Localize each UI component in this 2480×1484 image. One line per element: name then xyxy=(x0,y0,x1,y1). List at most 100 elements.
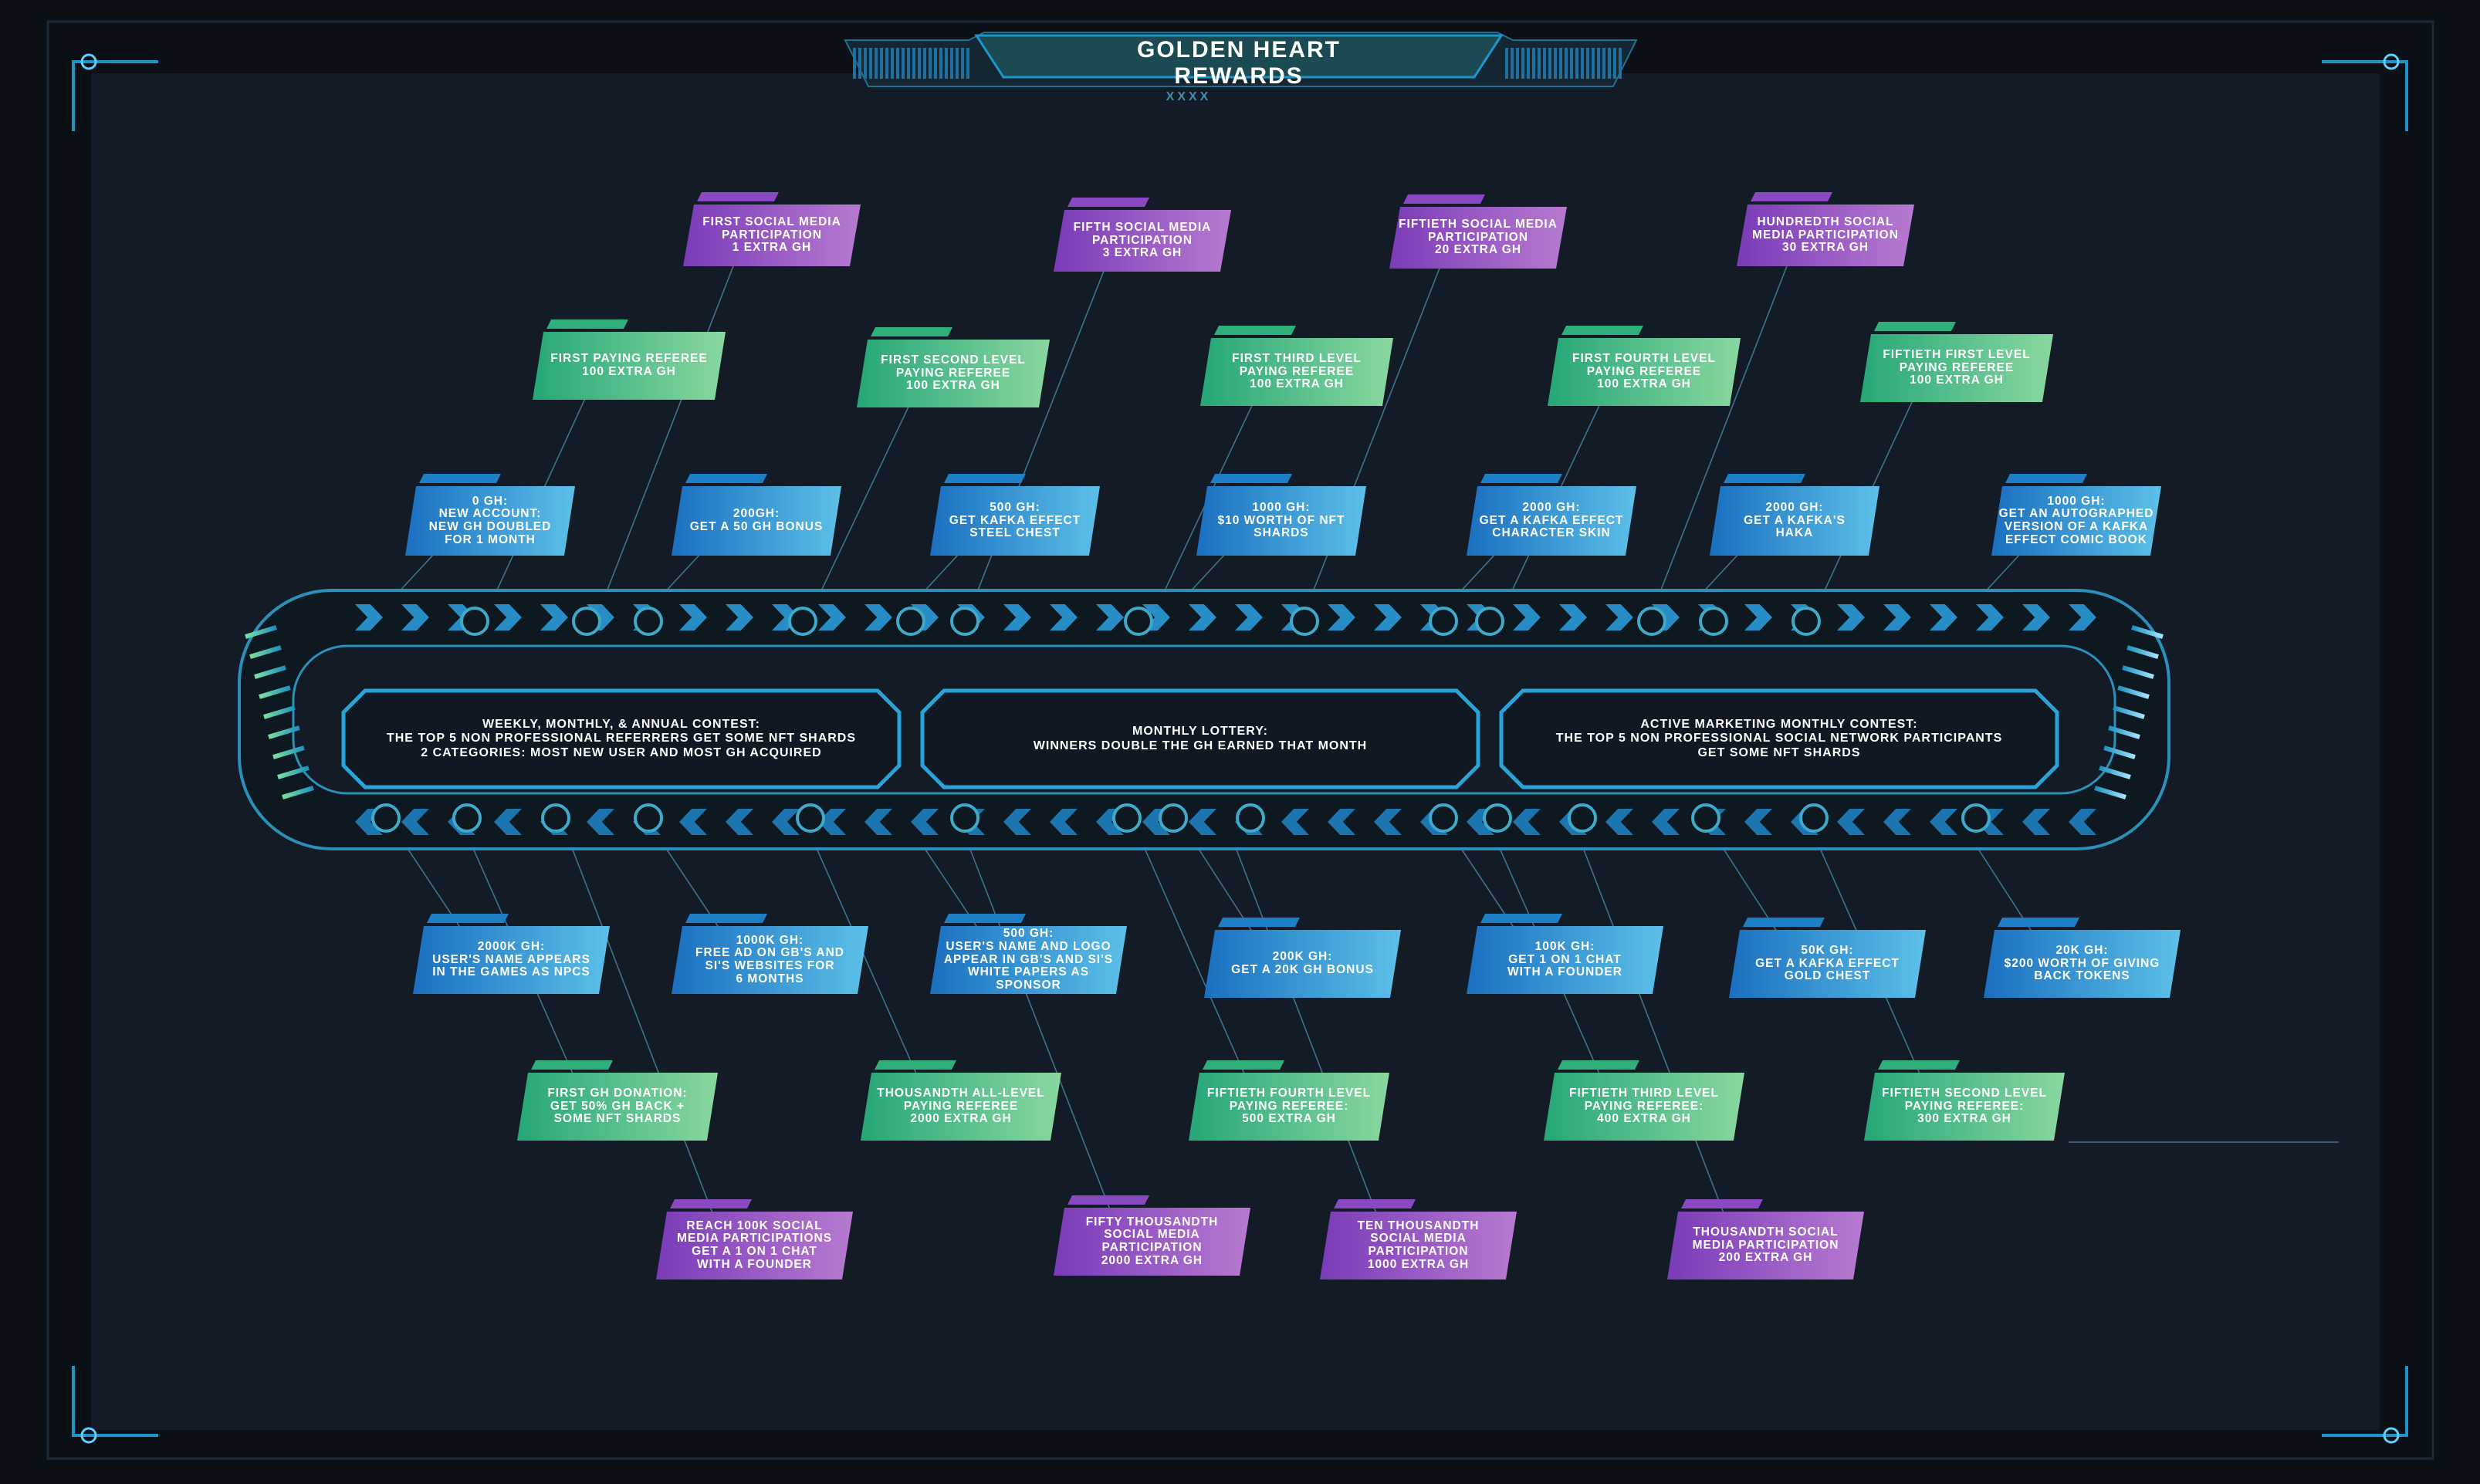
reward-box-top-blue-tab xyxy=(1724,474,1805,483)
reward-box-bottom-green-tab xyxy=(1203,1060,1284,1070)
track-node xyxy=(952,608,978,634)
reward-box-bottom-purple xyxy=(1320,1212,1517,1279)
track-node xyxy=(1639,608,1665,634)
reward-box-bottom-purple-tab xyxy=(1681,1199,1763,1208)
track-node xyxy=(454,805,480,831)
reward-box-top-green xyxy=(1200,338,1393,406)
reward-box-top-purple-tab xyxy=(1067,198,1149,207)
reward-box-bottom-purple xyxy=(1667,1212,1864,1279)
reward-box-top-purple xyxy=(1737,205,1914,266)
reward-box-bottom-green xyxy=(1189,1073,1389,1141)
header-stripe xyxy=(907,48,910,79)
track-node xyxy=(635,608,661,634)
header-stripe xyxy=(885,48,888,79)
header-stripe xyxy=(875,48,878,79)
header-stripe xyxy=(950,48,953,79)
reward-box-top-green xyxy=(1548,338,1741,406)
reward-box-bottom-blue-tab xyxy=(1743,918,1825,927)
track-node xyxy=(790,608,816,634)
track-node xyxy=(1430,608,1457,634)
header-stripe xyxy=(864,48,867,79)
reward-box-bottom-blue-tab xyxy=(685,914,767,923)
header-stripe xyxy=(1532,48,1535,79)
reward-box-bottom-blue-tab xyxy=(944,914,1026,923)
header-stripe xyxy=(902,48,905,79)
reward-box-top-purple-tab xyxy=(1751,192,1832,201)
header-plate xyxy=(976,35,1501,77)
track-node xyxy=(1700,608,1727,634)
contest-panel-frame xyxy=(1501,691,2057,787)
track-node xyxy=(1291,608,1318,634)
header-stripe xyxy=(896,48,899,79)
reward-box-top-blue xyxy=(405,486,575,556)
reward-box-bottom-green-tab xyxy=(1878,1060,1960,1070)
header-stripe xyxy=(858,48,861,79)
header-stripe xyxy=(1554,48,1557,79)
track-node xyxy=(1801,805,1827,831)
reward-box-top-green xyxy=(857,340,1050,407)
reward-box-bottom-blue-tab xyxy=(427,914,509,923)
reward-box-top-green xyxy=(1860,334,2053,402)
reward-box-bottom-purple xyxy=(1054,1208,1250,1276)
reward-box-top-purple xyxy=(1054,210,1231,272)
header-stripe xyxy=(918,48,921,79)
header-stripe xyxy=(891,48,894,79)
reward-box-top-green-tab xyxy=(1561,326,1643,335)
header-stripe xyxy=(1511,48,1514,79)
reward-box-bottom-blue xyxy=(1984,930,2181,998)
reward-box-bottom-purple-tab xyxy=(1334,1199,1416,1208)
header-stripe xyxy=(1570,48,1573,79)
reward-box-bottom-blue-tab xyxy=(1218,918,1300,927)
reward-box-bottom-green-tab xyxy=(531,1060,613,1070)
reward-box-top-blue-tab xyxy=(944,474,1026,483)
header-stripe xyxy=(961,48,964,79)
header-stripe xyxy=(1538,48,1541,79)
header-stripe xyxy=(1565,48,1568,79)
reward-box-top-blue xyxy=(672,486,841,556)
reward-box-bottom-blue xyxy=(413,926,610,994)
reward-box-bottom-blue xyxy=(1204,930,1401,998)
reward-box-top-green-tab xyxy=(871,327,952,336)
reward-box-bottom-blue-tab xyxy=(1480,914,1562,923)
header-stripe xyxy=(1527,48,1530,79)
reward-box-bottom-blue-tab xyxy=(1998,918,2079,927)
header-stripe xyxy=(1581,48,1584,79)
track-node xyxy=(462,608,488,634)
track-node xyxy=(1477,608,1503,634)
reward-box-top-green-tab xyxy=(1874,322,1956,331)
track-node xyxy=(1114,805,1140,831)
reward-box-top-blue-tab xyxy=(419,474,501,483)
track-node xyxy=(1125,608,1152,634)
reward-box-top-blue-tab xyxy=(1210,474,1292,483)
track-node xyxy=(1484,805,1511,831)
reward-box-bottom-blue xyxy=(930,926,1127,994)
reward-box-bottom-green xyxy=(1864,1073,2065,1141)
header-stripe xyxy=(1543,48,1546,79)
header-stripe xyxy=(1516,48,1519,79)
reward-box-top-purple-tab xyxy=(1403,194,1485,204)
header-stripe xyxy=(1597,48,1600,79)
reward-box-top-green-tab xyxy=(546,319,628,329)
header-stripe xyxy=(1619,48,1622,79)
reward-box-top-purple xyxy=(1389,207,1567,269)
header-stripe xyxy=(869,48,872,79)
track-node xyxy=(952,805,978,831)
track-node xyxy=(1430,805,1457,831)
track-node xyxy=(1693,805,1719,831)
header-stripe xyxy=(923,48,926,79)
reward-box-bottom-green xyxy=(861,1073,1061,1141)
reward-box-bottom-blue xyxy=(1467,926,1663,994)
reward-box-top-blue-tab xyxy=(2005,474,2087,483)
track-node xyxy=(1963,805,1989,831)
header-stripe xyxy=(912,48,915,79)
reward-box-top-green-tab xyxy=(1214,326,1296,335)
header-stripe xyxy=(929,48,932,79)
track-node xyxy=(635,805,661,831)
header-stripe xyxy=(1613,48,1616,79)
header-stripe xyxy=(1505,48,1508,79)
header-stripe xyxy=(1559,48,1562,79)
reward-box-top-blue xyxy=(1196,486,1366,556)
reward-box-top-blue xyxy=(1991,486,2161,556)
reward-box-top-blue xyxy=(1710,486,1879,556)
